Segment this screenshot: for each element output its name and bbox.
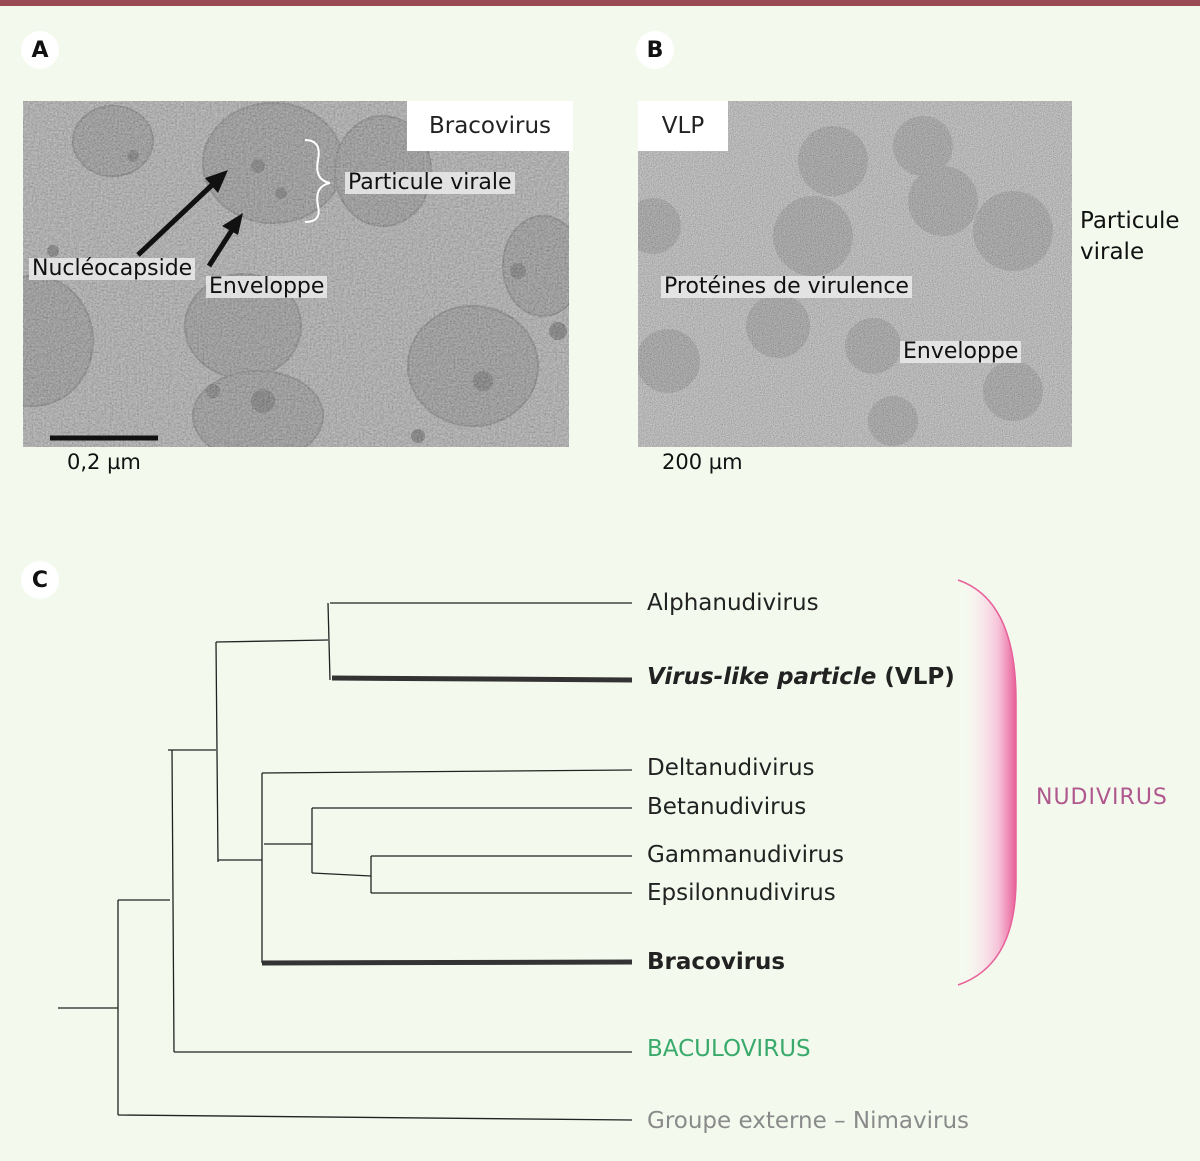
panel-a-badge: A — [21, 31, 59, 69]
leaf-gammanudivirus: Gammanudivirus — [647, 842, 844, 868]
nudivirus-clade-label: NUDIVIRUS — [1036, 785, 1168, 810]
micrograph-a-tag: Bracovirus — [407, 101, 573, 151]
leaf-outgroup: Groupe externe – Nimavirus — [647, 1108, 970, 1134]
arrow-nucleocapside — [136, 183, 214, 257]
leaf-epsilonnudivirus: Epsilonnudivirus — [647, 880, 836, 906]
branch-outgroup — [117, 1114, 633, 1121]
nudivirus-bracket — [958, 580, 1016, 985]
label-proteines: Protéines de virulence — [661, 276, 912, 298]
label-nucleocapside: Nucléocapside — [29, 258, 196, 280]
scale-label-a: 0,2 µm — [67, 450, 141, 474]
leaf-baculovirus: BACULOVIRUS — [647, 1036, 811, 1062]
panel-b-badge: B — [636, 31, 674, 69]
leaf-bracovirus: Bracovirus — [647, 949, 786, 975]
leaf-alphanudivirus: Alphanudivirus — [647, 590, 819, 616]
label-enveloppe-b: Enveloppe — [900, 341, 1022, 363]
tree-branches — [58, 602, 633, 1121]
leaf-vlp-suffix: (VLP) — [884, 664, 955, 690]
label-particule-b-line2: virale — [1080, 239, 1145, 265]
branch-bracovirus — [261, 959, 633, 966]
top-accent-bar — [0, 0, 1200, 6]
arrow-enveloppe-a — [206, 228, 235, 268]
panel-c-badge: C — [21, 561, 59, 599]
label-particule-b-line1: Particule — [1080, 208, 1180, 234]
branch-vlp — [331, 675, 633, 683]
micrograph-b — [638, 101, 1072, 447]
branch-deltanudivirus — [261, 769, 633, 774]
micrograph-b-tag: VLP — [638, 101, 728, 151]
leaf-vlp: Virus-like particle (VLP) — [647, 666, 955, 689]
leaf-deltanudivirus: Deltanudivirus — [647, 755, 815, 781]
leaf-betanudivirus: Betanudivirus — [647, 794, 807, 820]
leaf-vlp-italic: Virus-like particle — [647, 664, 877, 690]
label-enveloppe-a: Enveloppe — [206, 276, 328, 298]
label-particule-virale-a: Particule virale — [345, 172, 515, 194]
micrograph-b-image — [638, 101, 1072, 447]
phylogenetic-tree — [58, 579, 1017, 1121]
scale-label-b: 200 µm — [662, 450, 743, 474]
